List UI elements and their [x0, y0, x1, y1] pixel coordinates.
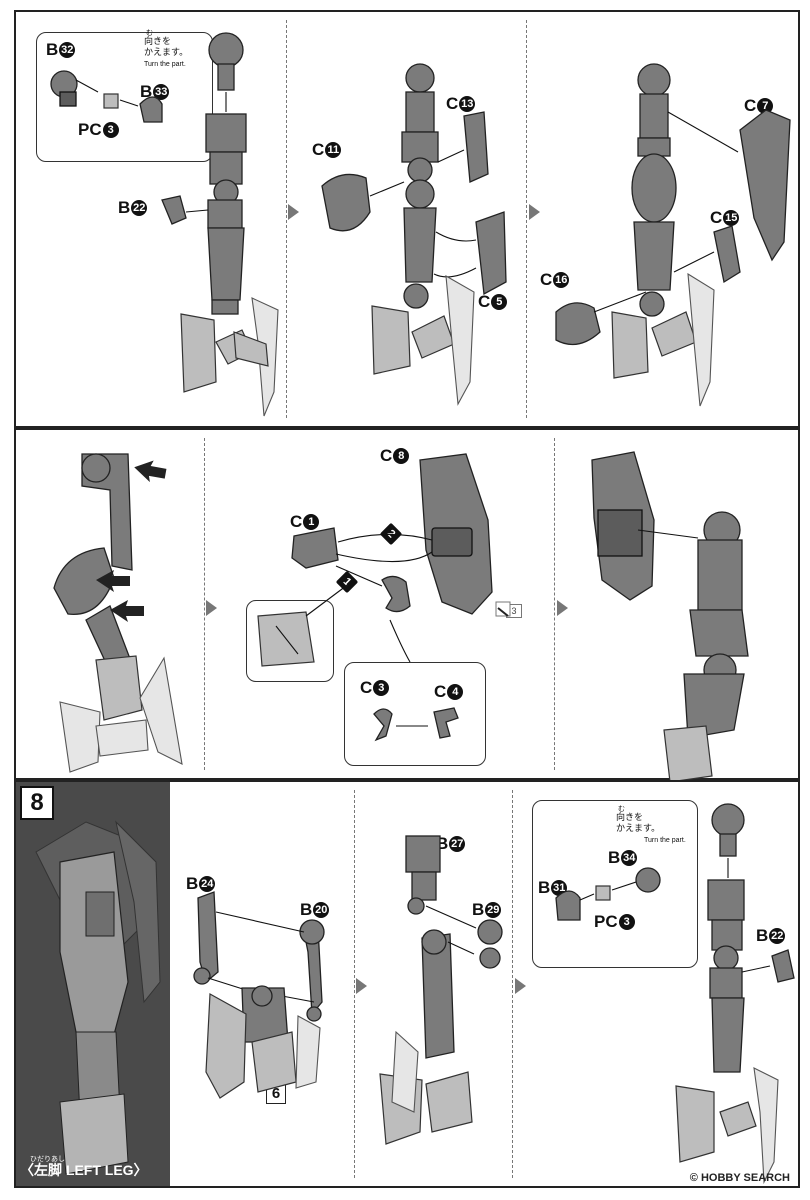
completed-leg-preview	[35, 820, 161, 1175]
watermark: © HOBBY SEARCH	[689, 1172, 790, 1184]
panel-divider	[286, 20, 287, 418]
parts-callout	[344, 662, 486, 766]
note-ja-line1: 向きを	[616, 812, 644, 822]
shield-attached-illustration	[591, 451, 749, 783]
panel-divider	[204, 438, 205, 770]
panel-divider	[354, 790, 355, 1178]
note-ruby: む	[146, 30, 153, 37]
next-step-arrow-icon	[515, 978, 526, 994]
note-ja-line2: かえます。	[144, 47, 189, 57]
leg-assembly-illustration	[555, 63, 791, 407]
panel-divider	[526, 20, 527, 418]
note-ja-line1: 向きを	[144, 36, 172, 46]
note-ja-line2: かえます。	[616, 823, 661, 833]
shield-assembly-illustration	[257, 453, 511, 742]
note-en: Turn the part.	[144, 61, 186, 68]
page-title: 〈左脚 LEFT LEG〉	[20, 1162, 148, 1178]
rotation-illustration	[53, 453, 183, 773]
note-en: Turn the part.	[644, 837, 686, 844]
panel-divider	[512, 790, 513, 1178]
next-step-arrow-icon	[288, 204, 299, 220]
title-ruby: ひだりあし	[30, 1156, 65, 1163]
upper-leg-assembly-illustration	[379, 835, 503, 1145]
panel-divider	[554, 438, 555, 770]
leg-assembly-illustration	[321, 63, 507, 406]
leg-assembly-illustration	[555, 803, 795, 1185]
next-step-arrow-icon	[356, 978, 367, 994]
next-step-arrow-icon	[206, 600, 217, 616]
next-step-arrow-icon	[557, 600, 568, 616]
leg-assembly-illustration	[50, 32, 279, 417]
next-step-arrow-icon	[529, 204, 540, 220]
lower-leg-assembly-illustration	[193, 891, 325, 1099]
step-8-reference-panel: 8 ひだりあし 〈左脚 LEFT LEG〉	[16, 782, 170, 1186]
note-ruby: む	[618, 806, 625, 813]
step-number: 8	[20, 786, 54, 820]
